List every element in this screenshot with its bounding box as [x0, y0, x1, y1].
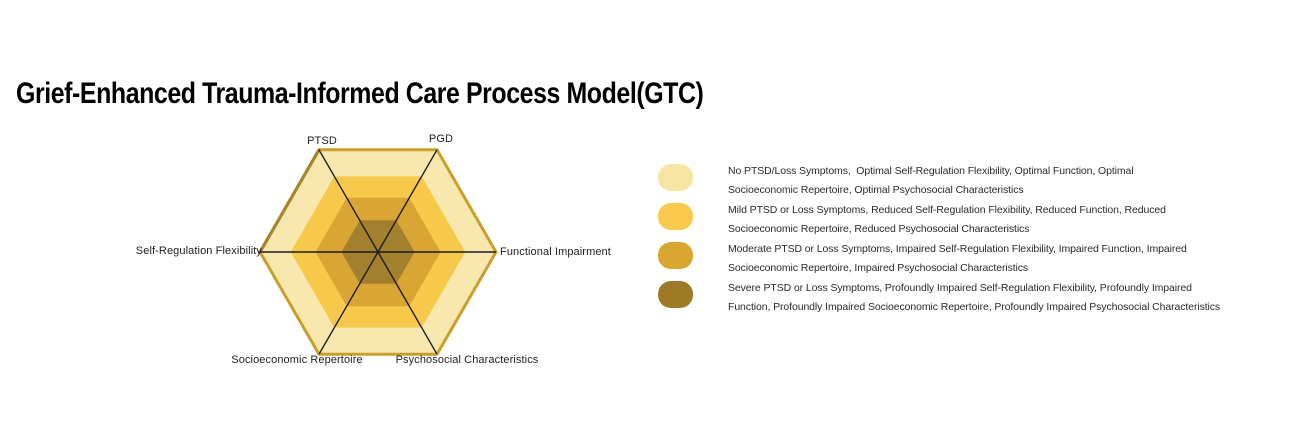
legend-swatch-mild [658, 203, 693, 230]
axis-label-psychosocial-characteristics: Psychosocial Characteristics [395, 354, 539, 366]
legend-text-none: No PTSD/Loss Symptoms, Optimal Self-Regu… [728, 165, 1134, 196]
legend-swatch-severe [658, 281, 693, 308]
legend-item-mild: Mild PTSD or Loss Symptoms, Reduced Self… [658, 201, 1220, 239]
axis-label-functional-impairment: Functional Impairment [500, 246, 611, 258]
legend-swatch-none [658, 164, 693, 191]
axis-label-socioeconomic-repertoire: Socioeconomic Repertoire [231, 354, 363, 366]
hexagon-edge-shade [258, 148, 321, 254]
legend-text-mild: Mild PTSD or Loss Symptoms, Reduced Self… [728, 204, 1166, 235]
axis-label-self-regulation-flexibility: Self-Regulation Flexibility [135, 245, 262, 257]
legend-text-moderate: Moderate PTSD or Loss Symptoms, Impaired… [728, 243, 1187, 274]
radar-spoke [318, 149, 438, 355]
legend: No PTSD/Loss Symptoms, Optimal Self-Regu… [658, 162, 1220, 318]
legend-item-severe: Severe PTSD or Loss Symptoms, Profoundly… [658, 279, 1220, 317]
page-title: Grief-Enhanced Trauma-Informed Care Proc… [16, 77, 704, 110]
axis-label-ptsd: PTSD [307, 135, 337, 147]
legend-text-severe: Severe PTSD or Loss Symptoms, Profoundly… [728, 282, 1221, 313]
legend-swatch-moderate [658, 242, 693, 269]
legend-item-none: No PTSD/Loss Symptoms, Optimal Self-Regu… [658, 162, 1220, 200]
axis-label-pgd: PGD [428, 133, 454, 145]
legend-item-moderate: Moderate PTSD or Loss Symptoms, Impaired… [658, 240, 1220, 278]
